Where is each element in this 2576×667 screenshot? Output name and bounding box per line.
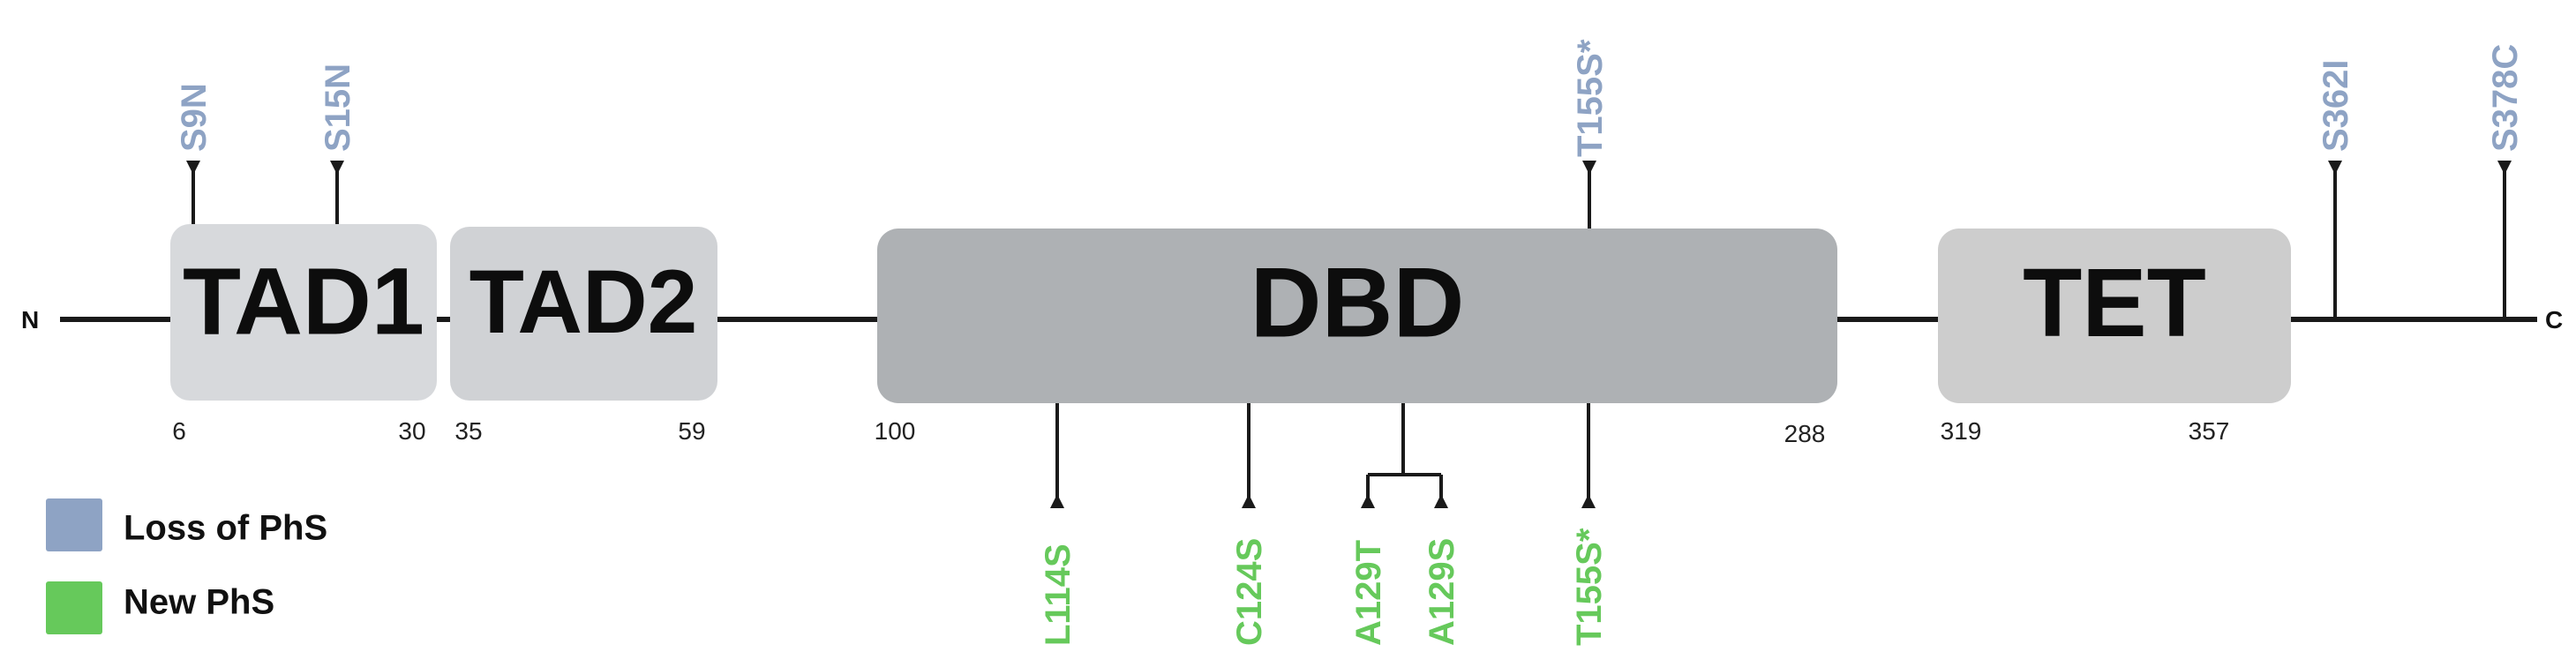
- c124s-arrowhead: [1242, 494, 1256, 508]
- mutation-label-s362i: S362I: [2317, 59, 2355, 152]
- legend-swatch-loss: [46, 498, 102, 551]
- dbd-box: [877, 229, 1837, 403]
- a129t-arrowhead: [1361, 494, 1375, 508]
- s15n-arrowhead: [330, 161, 344, 175]
- mutation-label-s15n: S15N: [319, 64, 357, 152]
- tad2-end-position: 59: [678, 417, 705, 445]
- legend: Loss of PhS New PhS: [46, 498, 327, 634]
- tad2-label: TAD2: [469, 251, 698, 352]
- mutation-label-a129t: A129T: [1349, 540, 1388, 646]
- s9n-arrowhead: [186, 161, 200, 175]
- l114s-arrowhead: [1050, 494, 1064, 508]
- mutation-label-t155s-bottom: T155S*: [1570, 528, 1609, 646]
- mutation-label-s378c: S378C: [2486, 44, 2525, 152]
- mutation-label-l114s: L114S: [1039, 543, 1078, 646]
- dbd-label: DBD: [1250, 248, 1465, 358]
- t155s-bottom-arrowhead: [1581, 494, 1596, 508]
- mutation-label-a129s: A129S: [1423, 538, 1461, 646]
- tad2-box: [450, 227, 717, 401]
- mutation-label-c124s: C124S: [1230, 538, 1269, 646]
- mutation-label-t155s-top: T155S*: [1571, 39, 1610, 157]
- new-mutation-stems: [1050, 403, 1596, 508]
- c-terminus-label: C: [2545, 306, 2563, 334]
- tad2-start-position: 35: [454, 417, 482, 445]
- loss-mutation-stems: [186, 161, 2512, 319]
- legend-swatch-new: [46, 581, 102, 634]
- tad1-end-position: 30: [398, 417, 425, 445]
- tet-start-position: 319: [1941, 417, 1982, 445]
- tet-box: [1938, 229, 2291, 403]
- legend-label-loss: Loss of PhS: [124, 509, 327, 548]
- tet-end-position: 357: [2189, 417, 2230, 445]
- tad1-label: TAD1: [183, 248, 424, 355]
- mutation-label-s9n: S9N: [175, 83, 214, 152]
- s378c-arrowhead: [2497, 161, 2512, 175]
- tad1-start-position: 6: [172, 417, 186, 445]
- legend-label-new: New PhS: [124, 583, 274, 622]
- t155s-top-arrowhead: [1582, 161, 1596, 175]
- a129s-arrowhead: [1434, 494, 1448, 508]
- tet-label: TET: [2023, 249, 2206, 357]
- dbd-end-position: 288: [1784, 420, 1826, 447]
- n-terminus-label: N: [21, 306, 39, 334]
- dbd-start-position: 100: [875, 417, 916, 445]
- tad1-box: [170, 224, 437, 401]
- s362i-arrowhead: [2328, 161, 2342, 175]
